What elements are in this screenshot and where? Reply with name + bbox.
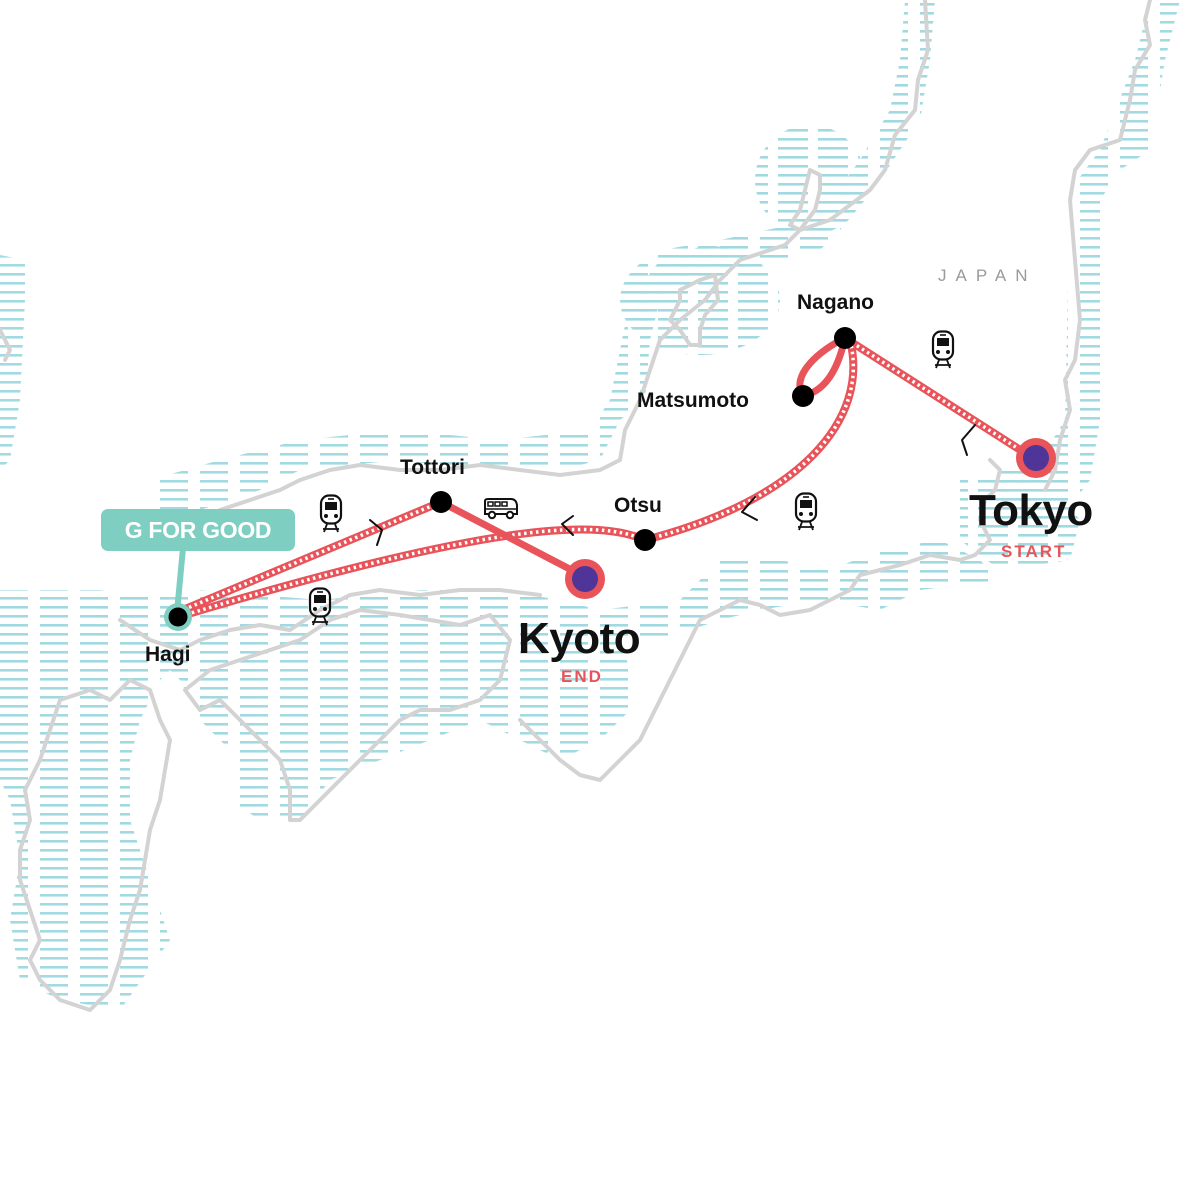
coastlines xyxy=(0,0,1152,1012)
end-tag: END xyxy=(561,667,603,686)
otsu-marker xyxy=(634,529,656,551)
country-label: JAPAN xyxy=(938,266,1037,285)
direction-arrows xyxy=(369,424,976,546)
stop-markers xyxy=(164,327,1056,631)
stop-label-nagano: Nagano xyxy=(797,291,875,314)
arrow-icon xyxy=(369,519,383,546)
stop-label-tottori: Tottori xyxy=(400,456,465,479)
train-icon xyxy=(308,587,332,626)
start-tag: START xyxy=(1001,542,1067,561)
stop-label-matsumoto: Matsumoto xyxy=(637,389,749,412)
g-for-good-badge: G FOR GOOD xyxy=(101,509,295,551)
matsumoto-marker xyxy=(792,385,814,407)
train-icon xyxy=(931,330,955,369)
stop-label-hagi: Hagi xyxy=(145,643,191,666)
tottori-marker xyxy=(430,491,452,513)
arrow-icon xyxy=(961,424,976,456)
arrow-icon xyxy=(561,515,574,536)
start-city-label: Tokyo xyxy=(969,486,1093,535)
arrow-icon xyxy=(741,496,758,521)
bus-icon xyxy=(484,498,518,520)
train-icon xyxy=(794,492,818,531)
end-city-label: Kyoto xyxy=(518,614,641,663)
train-icon xyxy=(319,494,343,533)
nagano-marker xyxy=(834,327,856,349)
stop-label-otsu: Otsu xyxy=(614,494,662,517)
